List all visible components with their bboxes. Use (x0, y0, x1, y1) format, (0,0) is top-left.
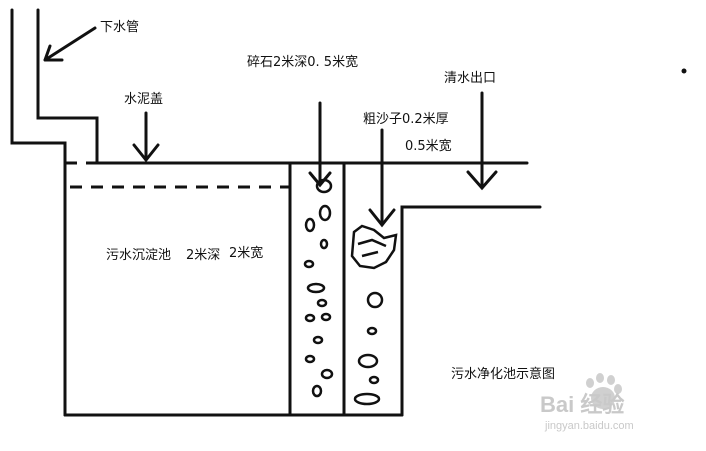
downpipe-inner-wall (36, 8, 99, 165)
sand-right-wall (400, 205, 542, 417)
label-gravel: 碎石2米深0. 5米宽 (247, 55, 359, 70)
watermark-logo: Bai 经验 (540, 392, 625, 417)
label-clean-outlet: 清水出口 (444, 71, 497, 86)
pebble (368, 375, 380, 385)
watermark-url: jingyan.baidu.com (545, 420, 634, 432)
watermark-paw-toe (596, 373, 604, 383)
pebble (319, 238, 329, 250)
pebble (304, 313, 316, 323)
pebble (304, 217, 316, 233)
pebble (320, 312, 332, 322)
pebble (316, 298, 328, 308)
pebble (353, 392, 381, 406)
label-sand-width: 0.5米宽 (405, 139, 452, 154)
pebble (306, 282, 326, 294)
sand-cluster (350, 224, 398, 270)
pebble (311, 384, 323, 398)
pebble (357, 353, 379, 369)
diagram-caption: 污水净化池示意图 (451, 367, 556, 382)
coarse-sand-arrow (368, 128, 396, 228)
cement-cover-arrow (132, 111, 160, 163)
watermark-paw-pad (591, 387, 615, 409)
pebble (315, 178, 333, 194)
label-downpipe: 下水管 (100, 20, 140, 35)
watermark-paw-toe (586, 378, 594, 388)
watermark-paw-toe (607, 375, 615, 385)
label-coarse-sand: 粗沙子0.2米厚 (363, 112, 449, 127)
downpipe-arrow (43, 26, 97, 62)
pebble (320, 368, 334, 380)
watermark-paw-toe (614, 384, 622, 394)
pebble (366, 291, 384, 309)
label-tank-depth: 2米深 (186, 248, 221, 263)
downpipe-outer-wall (10, 8, 67, 417)
pebble (304, 354, 316, 364)
pebble (366, 326, 378, 336)
pebble (303, 259, 315, 269)
pebble (312, 335, 324, 345)
clean-outlet-arrow (466, 91, 498, 191)
gravel-arrow (308, 101, 332, 188)
label-settling-tank: 污水沉淀池 (106, 248, 172, 263)
stray-dot (681, 68, 687, 74)
label-tank-width: 2米宽 (229, 246, 264, 261)
pebble (318, 204, 332, 222)
label-cement-cover: 水泥盖 (124, 92, 164, 107)
